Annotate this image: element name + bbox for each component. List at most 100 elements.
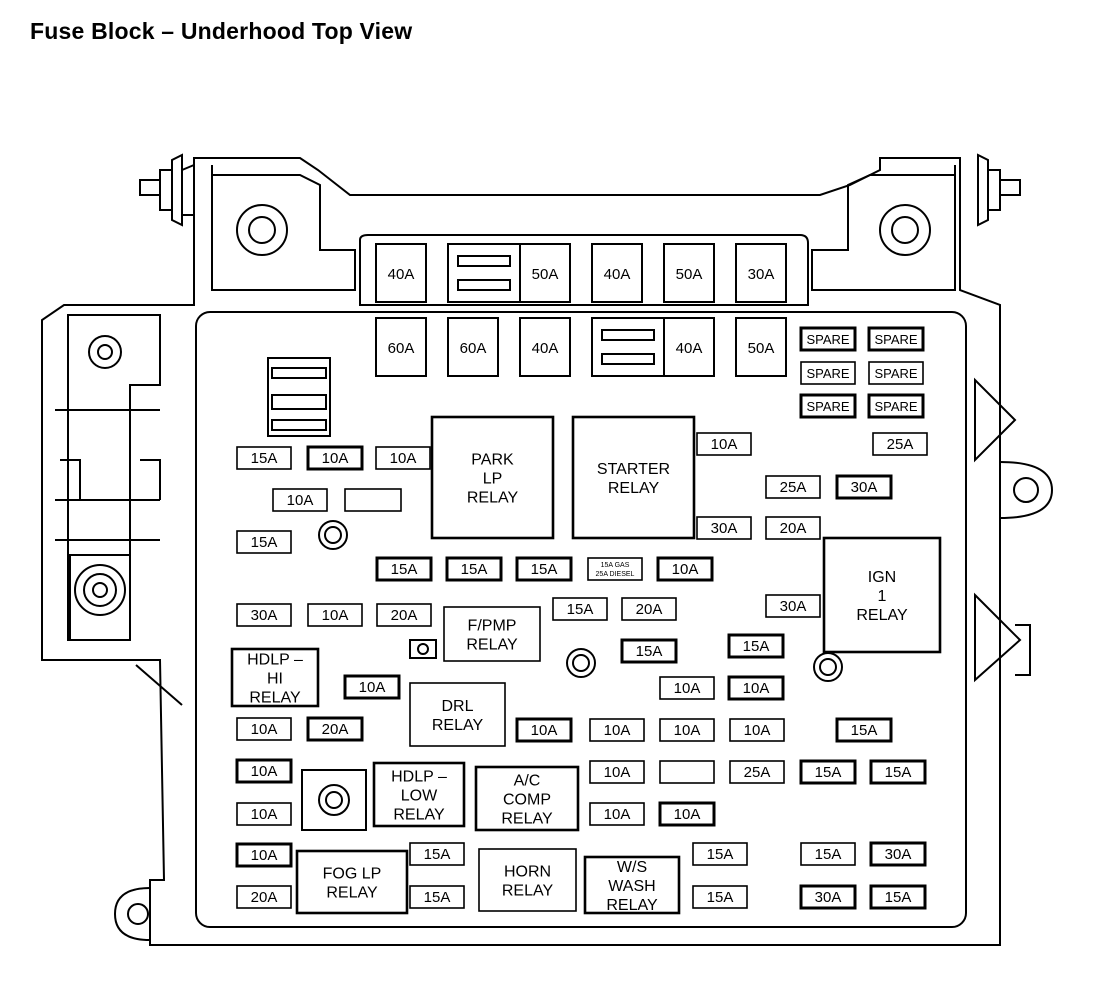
relay-label-line: WASH [608,878,655,895]
fuse-35: 10A [236,717,292,741]
fuse-body [552,597,608,621]
small-terminal-square [409,639,437,659]
fuse-label: 10A [604,722,631,739]
mount-hole-1-outer [318,520,348,550]
fuse-label: 10A [672,561,699,578]
fuse-label: 15A [424,889,451,906]
left-terminal-stud-mid [83,573,117,607]
fuse-label: 10A [604,764,631,781]
fuse-label: 15A [424,846,451,863]
fuse-body [375,446,431,470]
left-mount-ear [211,165,356,291]
fuse-label: 10A [251,763,278,780]
housing-outline [41,153,1054,946]
fuse-5: SPARE [799,393,857,419]
fuse-label: 10A [604,806,631,823]
fuse-label: 10A [322,450,349,467]
fuse-6: SPARE [867,393,925,419]
fuse-label: 15A [707,889,734,906]
relay-label-line: HI [267,671,283,688]
small-terminal-dot [417,643,429,655]
fuse-26: 20A [376,603,432,627]
fuse-body [515,717,573,743]
maxi-fuse-slot [457,279,511,291]
page-title: Fuse Block – Underhood Top View [30,18,413,44]
fuse-body [375,556,433,582]
fuse-body [307,603,363,627]
relay-body [478,848,577,912]
fuse-50: 10A [658,801,716,827]
maxi-fuse-body [519,243,571,303]
fuse-label: 15A [885,764,912,781]
relay-label-line: W/S [617,859,647,876]
fuse-label: SPARE [806,366,849,381]
fuse-label: 20A [780,520,807,537]
relay-label-line: LP [483,471,503,488]
right-mount-hole-outer [879,204,931,256]
fuse-label: 10A [390,450,417,467]
relay-body [443,606,541,662]
fuse-diesel-label: 25A DIESEL [596,571,635,578]
fuse-52: 15A [409,842,465,866]
fuse-20: 15A [445,556,503,582]
fuse-48: 10A [236,802,292,826]
maxi-fuse-body [447,243,521,303]
relay-label-line: COMP [503,792,551,809]
fuse-label: 30A [780,598,807,615]
relay-label-line: RELAY [326,885,378,902]
maxi-fuse-slot [457,255,511,267]
fuse-body [872,432,928,456]
fuse-label: 20A [251,889,278,906]
fuse-37: 10A [515,717,573,743]
fuse-19: 15A [375,556,433,582]
fuse-2: SPARE [867,326,925,352]
left-terminal-stud-frame [69,554,131,641]
maxi-fuse-body [735,243,787,303]
fuse-body [376,603,432,627]
relay-label-line: LOW [401,788,438,805]
fuse-40: 10A [729,718,785,742]
fuse-body [236,885,292,909]
fuse-body [236,446,292,470]
fuse-body [236,802,292,826]
fuse-42: 10A [235,758,293,784]
fuse-29: 30A [765,594,821,618]
left-side-stud [181,164,195,216]
fuse-body [589,718,645,742]
relay-label-line: 1 [878,588,887,605]
fuse-3: SPARE [800,361,856,385]
fuse-label: 15A [851,722,878,739]
housing-outer-edge [41,157,1001,946]
fuse-body [621,597,677,621]
fuse-label: 25A [744,764,771,781]
fuse-body [868,361,924,385]
fuse-label: 25A [780,479,807,496]
fuse-body [306,716,364,742]
maxi-fuse-11: 40A [663,317,715,377]
fuse-58: 15A [692,885,748,909]
fuse-label: SPARE [874,399,917,414]
fuse-14: 25A [765,475,821,499]
maxi-fuse-3: 50A [519,243,571,303]
fuse-label: 15A [707,846,734,863]
fuse-4: SPARE [868,361,924,385]
fuse-label: 10A [359,679,386,696]
fuse-label: 30A [885,846,912,863]
fuse-51: 10A [235,842,293,868]
fuse-label: 15A [391,561,418,578]
relay-label-line: F/PMP [468,618,517,635]
fuse-body [235,842,293,868]
lower-left-tab-hole [127,903,149,925]
fuse-body [765,516,821,540]
maxi-fuse-10 [591,317,665,377]
fuse-60: 15A [869,884,927,910]
fuse-label: 15A [636,643,663,660]
fuse-body [659,760,715,784]
fuse-15: 30A [835,474,893,500]
maxi-fuse-1: 40A [375,243,427,303]
